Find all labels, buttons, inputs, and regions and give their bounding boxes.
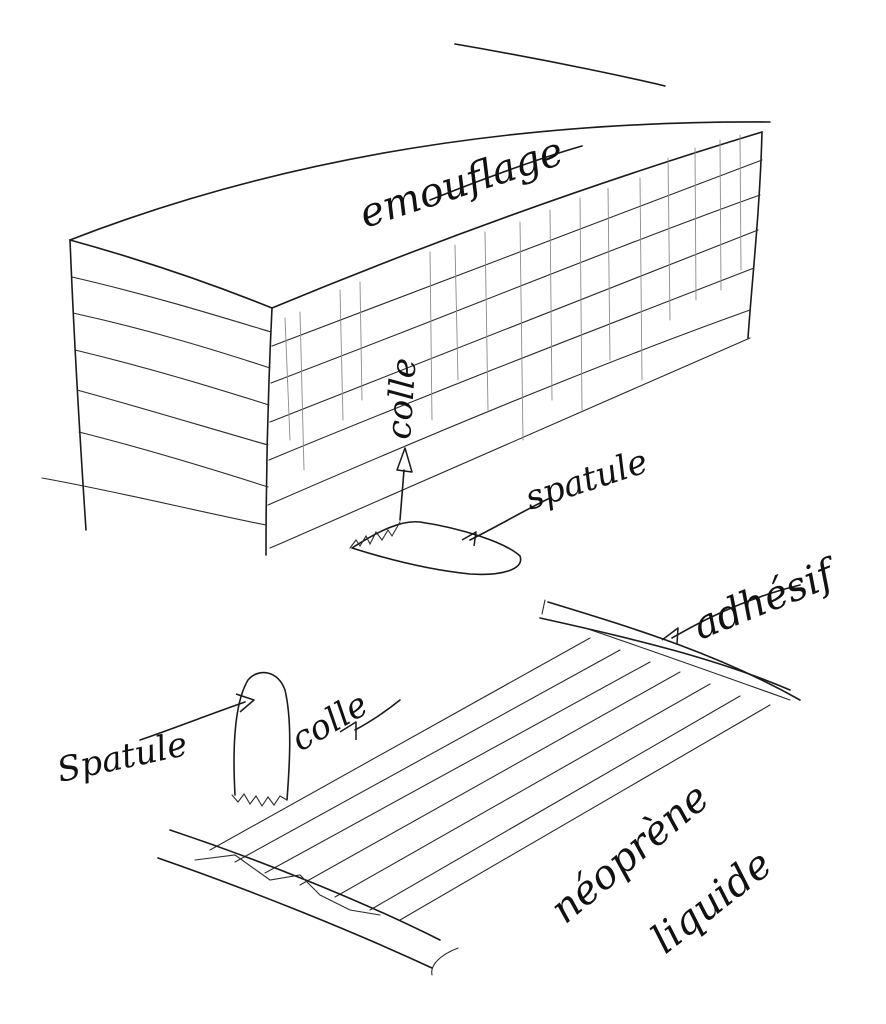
- label-colle-vertical: colle: [379, 357, 425, 441]
- colle-bottom-arrowhead: [339, 721, 357, 740]
- front-layer-5: [267, 309, 751, 506]
- adhesive-band-top-edge: [539, 617, 791, 691]
- left-layer-6: [41, 477, 267, 526]
- bottom-band-glue-stroke: [194, 854, 381, 916]
- stacked-block-drawing: [41, 43, 771, 576]
- colle-vertical-arrow-line: [399, 469, 405, 521]
- strip-line-7: [399, 704, 771, 921]
- adhesive-band-inner: [584, 627, 791, 701]
- spatule-top-arrowhead: [461, 531, 477, 547]
- front-face-hatching: [284, 134, 742, 471]
- left-layer-2: [72, 312, 271, 369]
- strip-line-2: [234, 649, 621, 863]
- label-marouflage: emouflage: [354, 128, 569, 237]
- spatula-top-body: [351, 520, 522, 576]
- block-top-right-edge: [271, 131, 763, 309]
- spatula-bottom-teeth: [231, 793, 288, 808]
- front-layer-2: [270, 194, 761, 384]
- left-layer-4: [76, 389, 269, 446]
- block-front-corner-edge: [265, 307, 273, 556]
- label-colle-bottom: colle: [285, 684, 375, 759]
- strip-line-3: [264, 661, 651, 874]
- colle-vertical-arrowhead: [396, 447, 413, 473]
- block-top-front-edge: [69, 239, 273, 309]
- strip-line-5: [334, 683, 711, 898]
- spatula-top-teeth: [349, 521, 401, 549]
- spatule-top-leader: [469, 497, 551, 541]
- adhesive-band-bottom-edge: [547, 601, 801, 701]
- spatule-bottom-arrowhead: [235, 693, 255, 713]
- left-layer-3: [74, 349, 270, 406]
- label-spatule-bottom: Spatule: [54, 724, 191, 791]
- bottom-band-top-edge: [169, 829, 441, 941]
- block-top-back-edge: [69, 121, 771, 241]
- label-liquide: liquide: [643, 841, 781, 963]
- left-layer-5: [78, 431, 269, 488]
- strip-line-4: [299, 671, 681, 886]
- front-layer-4: [268, 267, 755, 461]
- strip-line-6: [369, 695, 741, 911]
- bottom-band-bottom-edge: [157, 857, 433, 969]
- adhesif-leader: [671, 584, 801, 639]
- strip-line-1: [209, 637, 591, 851]
- spatula-bottom-body: [233, 671, 291, 801]
- label-spatule-top: spatule: [520, 442, 652, 519]
- adhesive-band-cap: [541, 599, 546, 615]
- bottom-band-end-cap: [431, 947, 459, 976]
- left-layer-1: [71, 276, 272, 333]
- spatule-bottom-leader: [139, 701, 246, 741]
- front-layer-3: [269, 229, 759, 423]
- marouflage-underline: [429, 145, 583, 201]
- adhesif-arrowhead: [661, 627, 679, 645]
- colle-bottom-leader: [354, 699, 401, 731]
- block-left-edge: [69, 239, 87, 531]
- neoprene-strip-drawing: [139, 584, 801, 976]
- block-top-overline: [454, 43, 666, 87]
- label-adhesif: adhésif: [687, 549, 846, 649]
